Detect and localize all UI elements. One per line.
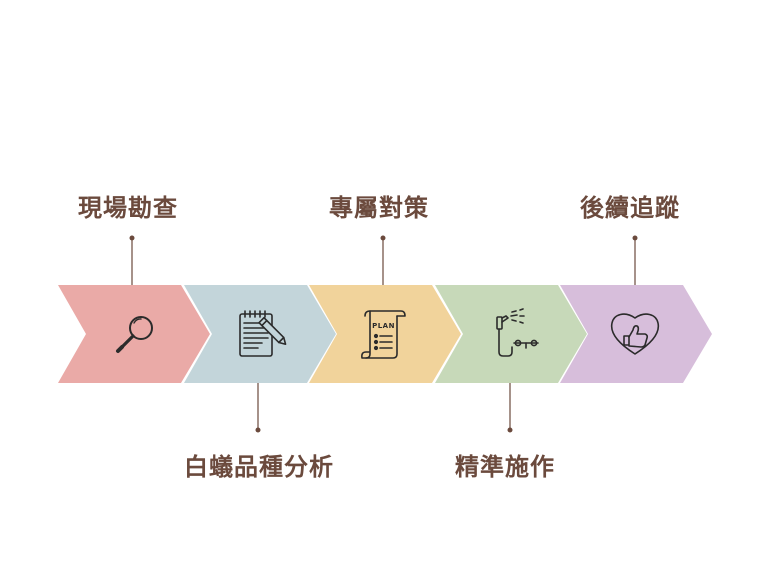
- connector-step-4: [507, 383, 513, 433]
- heart-thumbs-up-icon: [610, 313, 660, 355]
- step-label-custom-strategy: 專屬對策: [329, 194, 429, 222]
- step-label-termite-species-analysis: 白蟻品種分析: [184, 453, 334, 481]
- connector-step-5: [632, 235, 638, 285]
- step-label-follow-up: 後續追蹤: [580, 194, 680, 222]
- plan-scroll-icon: [361, 310, 406, 359]
- connector-step-2: [255, 383, 261, 433]
- connector-step-1: [129, 235, 135, 285]
- connector-step-3: [380, 235, 386, 285]
- chevron-step-2: [184, 285, 336, 383]
- chevron-step-4: [435, 285, 587, 383]
- chevron-step-1: [58, 285, 210, 383]
- magnifier-icon: [116, 316, 153, 353]
- notepad-icon: [239, 310, 287, 357]
- chevron-step-5: [560, 285, 712, 383]
- sprayer-icon: [496, 308, 539, 357]
- chevron-step-3: [309, 285, 461, 383]
- connectors: [129, 235, 638, 433]
- step-label-precise-treatment: 精準施作: [455, 453, 555, 481]
- plan-text: PLAN: [372, 322, 395, 330]
- step-label-site-survey: 現場勘查: [78, 194, 178, 222]
